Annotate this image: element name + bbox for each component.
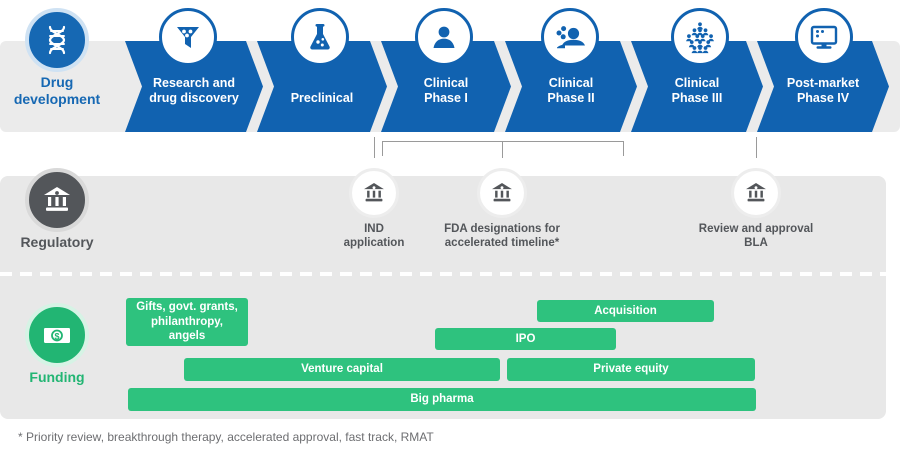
funding-bar-big-pharma[interactable]: Big pharma <box>128 388 756 411</box>
connector-bracket-fda <box>382 141 624 156</box>
development-lane-label: Drug development <box>5 74 109 107</box>
stage-label: Research and drug discovery <box>125 76 263 132</box>
stage-label-line2: Phase III <box>671 91 723 106</box>
stage-label-line2: Phase IV <box>796 91 850 106</box>
milestone-label-line1: IND <box>364 223 384 235</box>
regulatory-lane-label: Regulatory <box>20 234 94 250</box>
bar-label: Big pharma <box>410 393 474 406</box>
lane-divider-dashed <box>0 272 886 276</box>
development-label-line2: development <box>13 90 101 107</box>
person-icon <box>433 26 455 48</box>
funding-bar-acquisition[interactable]: Acquisition <box>537 300 714 322</box>
stage-label: Clinical Phase II <box>505 76 637 132</box>
milestone-label-line1: Review and approval <box>698 223 814 235</box>
monitor-icon-badge <box>795 8 853 66</box>
bank-icon <box>746 183 766 202</box>
flask-icon-badge <box>291 8 349 66</box>
bar-label: IPO <box>515 332 536 345</box>
funding-lane-label: Funding <box>29 369 85 385</box>
bank-icon-badge <box>477 168 527 218</box>
milestone-label: IND application <box>314 222 434 251</box>
milestone-label-line2: BLA <box>744 237 768 250</box>
crowd-icon <box>686 22 714 54</box>
crowd-icon-badge <box>671 8 729 66</box>
connector-tick-bla <box>756 137 757 158</box>
stage-label-line1: Clinical <box>423 75 469 90</box>
funnel-icon <box>177 27 199 48</box>
bar-label-line2: philanthropy, <box>151 315 223 328</box>
footnote-text: * Priority review, breakthrough therapy,… <box>18 430 434 444</box>
people-group-icon <box>556 26 585 49</box>
connector-tick-ind <box>374 137 375 158</box>
monitor-icon <box>810 25 838 49</box>
funding-bar-ipo[interactable]: IPO <box>435 328 616 350</box>
funding-badge: $ <box>25 303 89 367</box>
money-icon: $ <box>44 328 70 343</box>
bank-icon-badge <box>349 168 399 218</box>
bar-label-line1: Gifts, govt. grants, <box>136 300 238 313</box>
bank-icon <box>364 183 384 202</box>
flask-icon <box>310 24 330 50</box>
stage-label: Clinical Phase I <box>381 76 511 132</box>
funding-bar-private-equity[interactable]: Private equity <box>507 358 755 381</box>
funding-bar-gifts-grants-philanthropy-angels[interactable]: Gifts, govt. grants, philanthropy, angel… <box>126 298 248 346</box>
milestone-label-line2: accelerated timeline* <box>444 237 560 250</box>
stage-label-line1: Clinical <box>548 75 594 90</box>
bar-label: Private equity <box>593 363 669 376</box>
development-label-line1: Drug <box>40 74 74 90</box>
connector-tick-fda <box>502 141 503 158</box>
milestone-label: FDA designations for accelerated timelin… <box>412 222 592 251</box>
stage-label-line1: Post-market <box>786 75 860 90</box>
milestone-label: Review and approval BLA <box>666 222 846 251</box>
people-group-icon-badge <box>541 8 599 66</box>
stage-label-line1: Research and <box>153 75 235 90</box>
funding-bar-venture-capital[interactable]: Venture capital <box>184 358 500 381</box>
stage-label: Post-market Phase IV <box>757 76 889 132</box>
bank-icon <box>492 183 512 202</box>
stage-research-and-drug-discovery[interactable]: Research and drug discovery <box>125 41 263 132</box>
bank-icon-badge <box>731 168 781 218</box>
milestone-label-line2: application <box>343 237 405 250</box>
bank-icon <box>44 187 70 211</box>
bar-label: Acquisition <box>594 304 657 317</box>
stage-label-line2: Phase I <box>424 91 468 106</box>
stage-label: Clinical Phase III <box>631 76 763 132</box>
regulatory-badge <box>25 168 89 232</box>
funnel-icon-badge <box>159 8 217 66</box>
stage-label-line2: drug discovery <box>149 91 239 106</box>
bar-label: Venture capital <box>301 363 383 376</box>
dna-icon <box>48 25 66 55</box>
svg-text:$: $ <box>54 331 59 341</box>
stage-label-line1: Clinical <box>674 75 720 90</box>
person-icon-badge <box>415 8 473 66</box>
milestone-label-line1: FDA designations for <box>444 223 560 235</box>
stage-label: Preclinical <box>257 91 387 132</box>
drug-development-badge <box>25 8 89 72</box>
stage-label-line1: Preclinical <box>290 91 354 106</box>
stage-label-line2: Phase II <box>547 91 595 106</box>
bar-label-line3: angels <box>168 330 206 343</box>
